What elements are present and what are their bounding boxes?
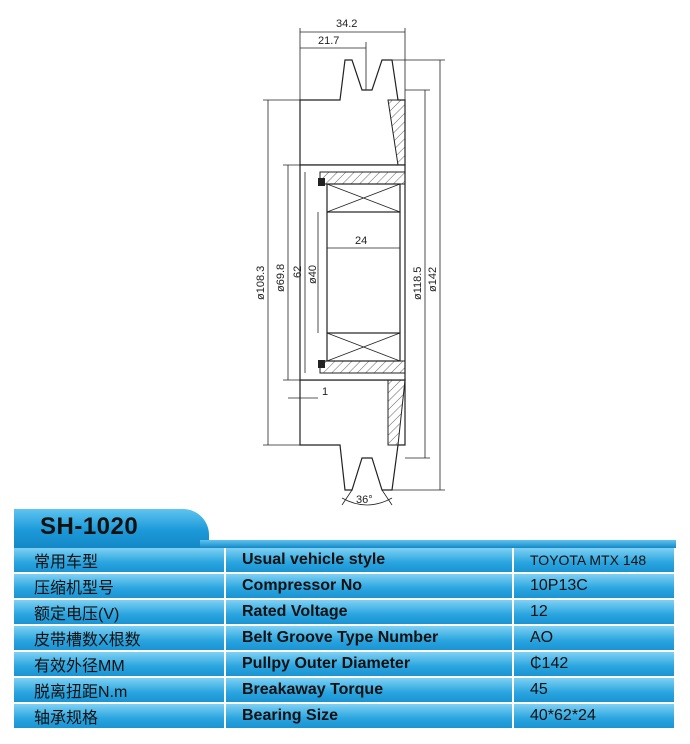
pulley-section-drawing: 34.2 21.7 24 ø108.3 ø69.8 62 ø40 ø118.5 … bbox=[255, 18, 445, 506]
dim-offset-1: 1 bbox=[322, 386, 328, 398]
dim-dia-62: 62 bbox=[292, 266, 304, 278]
model-header-tab bbox=[14, 509, 209, 548]
table-row: 轴承规格 Bearing Size 40*62*24 bbox=[14, 703, 676, 730]
dimension-labels: 34.2 21.7 24 ø108.3 ø69.8 62 ø40 ø118.5 … bbox=[255, 18, 439, 506]
spec-value: ₵142 bbox=[513, 651, 676, 678]
dim-bearing-width: 24 bbox=[355, 235, 367, 247]
dim-dia-118: ø118.5 bbox=[412, 267, 424, 300]
dim-dia-142: ø142 bbox=[427, 267, 439, 292]
table-row: 压缩机型号 Compressor No 10P13C bbox=[14, 573, 676, 600]
spec-en: Breakaway Torque bbox=[225, 677, 514, 704]
spec-en: Pullpy Outer Diameter bbox=[225, 651, 514, 678]
table-row: 皮带槽数X根数 Belt Groove Type Number AO bbox=[14, 625, 676, 652]
pulley-lower-rim bbox=[299, 379, 406, 491]
dimension-lines bbox=[263, 28, 445, 506]
model-number: SH-1020 bbox=[40, 513, 139, 540]
dim-groove-angle: 36° bbox=[356, 494, 373, 506]
table-row: 额定电压(V) Rated Voltage 12 bbox=[14, 599, 676, 626]
spec-en: Bearing Size bbox=[225, 703, 514, 730]
spec-en: Usual vehicle style bbox=[225, 548, 514, 574]
table-row: 脱离扭距N.m Breakaway Torque 45 bbox=[14, 677, 676, 704]
spec-value: AO bbox=[513, 625, 676, 652]
dim-width-groove: 21.7 bbox=[318, 35, 339, 47]
spec-en: Compressor No bbox=[225, 573, 514, 600]
spec-cn: 脱离扭距N.m bbox=[14, 677, 226, 704]
dim-dia-69: ø69.8 bbox=[275, 264, 287, 292]
spec-table: 常用车型 Usual vehicle style TOYOTA MTX 148 … bbox=[14, 548, 676, 730]
spec-cn: 常用车型 bbox=[14, 548, 226, 574]
spec-value: 40*62*24 bbox=[513, 703, 676, 730]
spec-cn: 有效外径MM bbox=[14, 651, 226, 678]
dim-dia-40: ø40 bbox=[307, 265, 319, 284]
spec-cn: 轴承规格 bbox=[14, 703, 226, 730]
spec-en: Rated Voltage bbox=[225, 599, 514, 626]
spec-cn: 额定电压(V) bbox=[14, 599, 226, 626]
model-header-band bbox=[200, 540, 676, 548]
spec-value: 45 bbox=[513, 677, 676, 704]
spec-cn: 压缩机型号 bbox=[14, 573, 226, 600]
spec-value: 12 bbox=[513, 599, 676, 626]
spec-en: Belt Groove Type Number bbox=[225, 625, 514, 652]
bearing-housing bbox=[299, 164, 406, 381]
spec-cn: 皮带槽数X根数 bbox=[14, 625, 226, 652]
table-row: 常用车型 Usual vehicle style TOYOTA MTX 148 bbox=[14, 548, 676, 574]
pulley-upper-rim bbox=[299, 59, 406, 166]
spec-value: 10P13C bbox=[513, 573, 676, 600]
table-row: 有效外径MM Pullpy Outer Diameter ₵142 bbox=[14, 651, 676, 678]
dim-width-total: 34.2 bbox=[336, 18, 357, 30]
spec-value: TOYOTA MTX 148 bbox=[513, 548, 676, 574]
dim-dia-108: ø108.3 bbox=[255, 266, 267, 300]
